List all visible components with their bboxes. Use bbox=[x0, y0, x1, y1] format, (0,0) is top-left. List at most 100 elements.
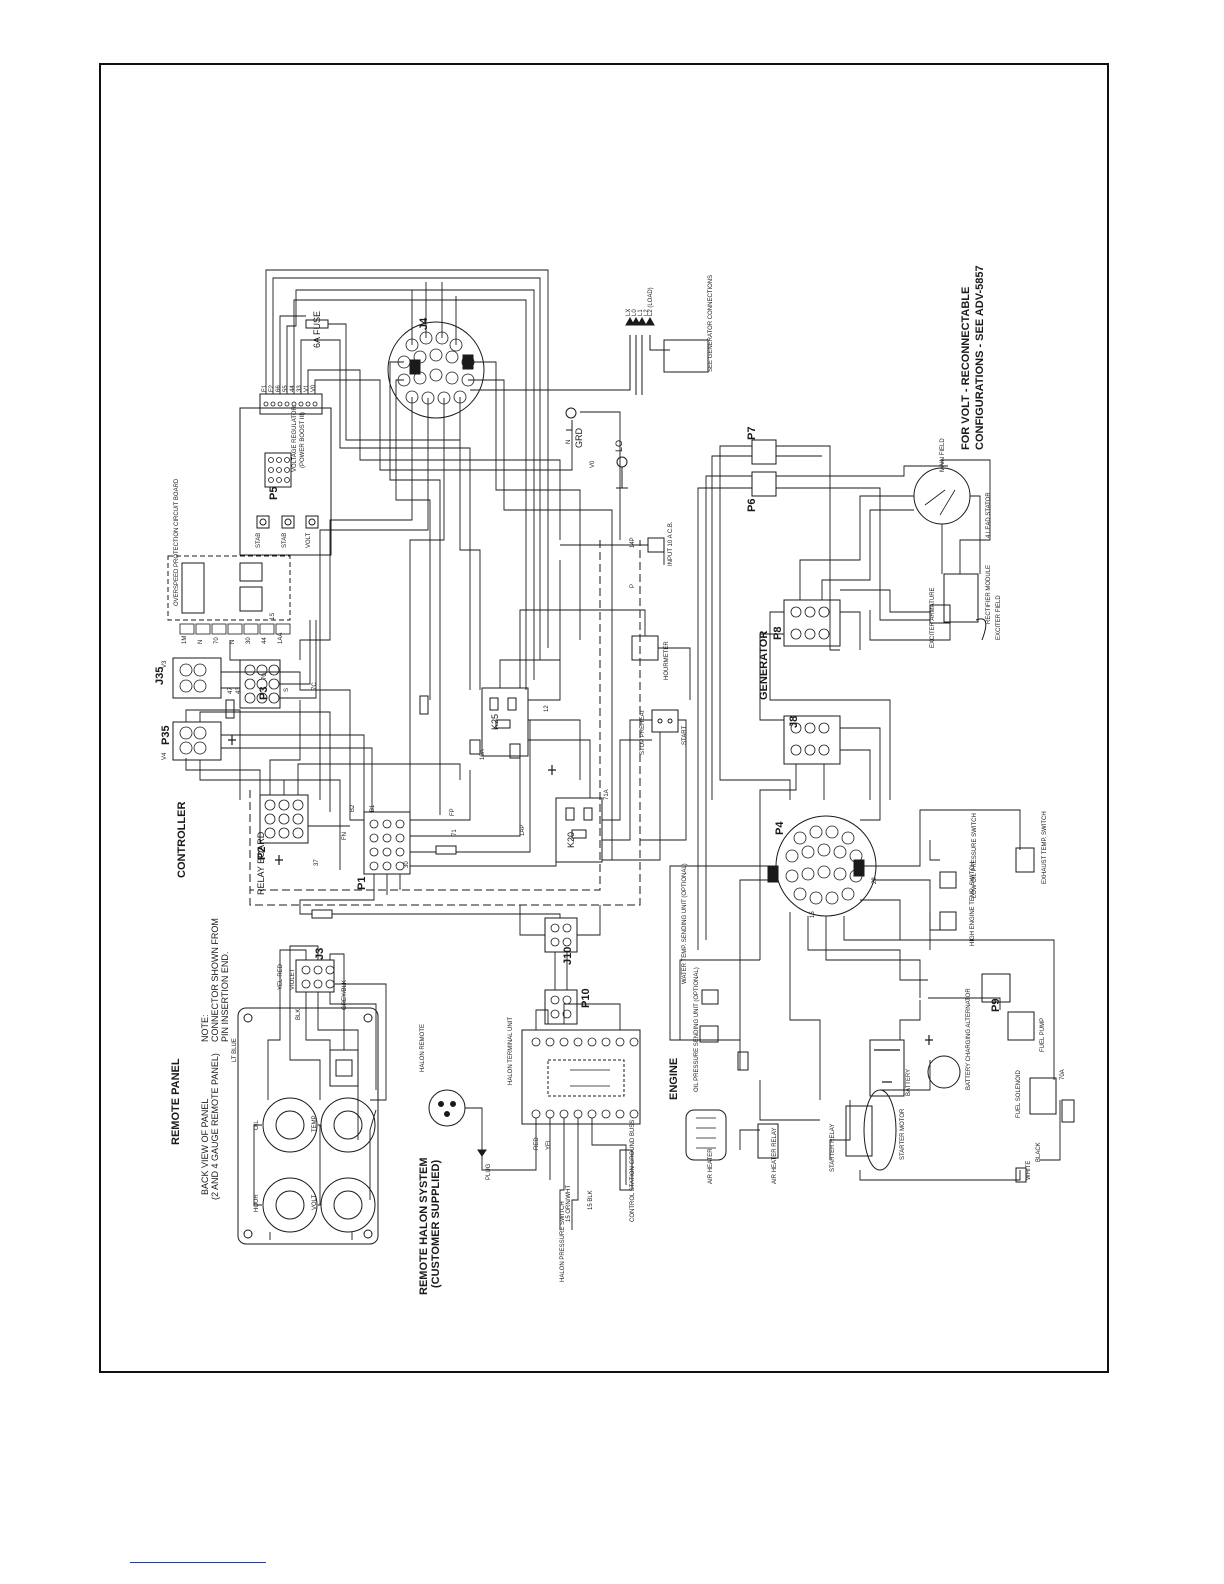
plug-label: PLUG bbox=[486, 1163, 492, 1180]
connector-p2-label: P2 bbox=[256, 846, 268, 860]
high-temp-switch bbox=[939, 911, 957, 931]
fuse-label: 6A FUSE bbox=[312, 310, 322, 348]
connector-p35-label: P35 bbox=[160, 725, 172, 745]
main-field-stator bbox=[913, 467, 971, 525]
air-heater bbox=[685, 1109, 727, 1161]
halon-terminal-unit bbox=[521, 1029, 641, 1125]
reg-term-66: 66 bbox=[276, 385, 282, 392]
control-station-label: CONTROL STATION GROUND BUSS bbox=[630, 1119, 636, 1222]
connector-shown-label: CONNECTOR SHOWN FROM bbox=[210, 918, 220, 1042]
wire-yel-red: YEL-RED bbox=[278, 963, 284, 990]
reg-btn-stab-1: STAB bbox=[256, 532, 262, 548]
os-term-1: 1M bbox=[182, 635, 188, 644]
generator-wiring bbox=[669, 445, 1061, 1181]
p7-connector bbox=[751, 439, 777, 465]
overspeed-label: OVERSPEED PROTECTION CIRCUIT BOARD bbox=[174, 478, 180, 606]
starter-motor bbox=[863, 1089, 897, 1171]
exciter-armature-label: EXCITER ARMATURE bbox=[930, 587, 936, 648]
p8-connector bbox=[783, 599, 841, 647]
overspeed-board bbox=[167, 555, 291, 621]
gauge-temp-label: TEMP bbox=[312, 1115, 318, 1132]
wire-org-wht: 15 ORN/WHT bbox=[566, 1184, 572, 1222]
water-sending-label: WATER TEMP. SENDING UNIT (OPTIONAL) bbox=[682, 863, 688, 984]
drawing-frame bbox=[99, 63, 1109, 1373]
starter-relay-label: STARTER RELAY bbox=[830, 1123, 836, 1172]
wire-code-30: 30 bbox=[404, 861, 410, 868]
p6-connector bbox=[751, 471, 777, 497]
wire-code-70: 70 bbox=[262, 673, 268, 680]
air-heater-label: AIR HEATER bbox=[708, 1148, 714, 1184]
lo-label: LO bbox=[614, 439, 624, 452]
wire-black: BLACK bbox=[1036, 1142, 1042, 1162]
connector-j8-label: J8 bbox=[788, 715, 800, 728]
wire-code-37: 37 bbox=[314, 859, 320, 866]
reg-term-f2: F2 bbox=[269, 384, 275, 392]
power-boost-label: (POWER BOOST III) bbox=[300, 412, 306, 468]
engine-label: ENGINE bbox=[668, 1057, 680, 1100]
wire-code-12: 12 bbox=[544, 705, 550, 712]
gauge-hour-label: HOUR bbox=[254, 1194, 260, 1212]
start-label: START bbox=[682, 725, 688, 745]
p5-connector bbox=[264, 452, 292, 488]
wire-code-p: P bbox=[630, 583, 636, 588]
connector-p6-label: P6 bbox=[746, 498, 758, 512]
configurations-label: CONFIGURATIONS - SEE ADV-5857 bbox=[974, 265, 986, 450]
bottom-rule bbox=[130, 1562, 266, 1563]
reg-term-44: 44 bbox=[290, 385, 296, 392]
wire-code-v0: V0 bbox=[590, 460, 596, 468]
hourmeter-label: HOURMETER bbox=[664, 641, 670, 680]
remote-panel-plate bbox=[237, 1007, 379, 1245]
remote-panel-wiring bbox=[253, 945, 387, 1240]
wire-white: WHITE bbox=[1026, 1160, 1032, 1180]
connector-j10-label: J10 bbox=[562, 946, 574, 965]
air-heater-relay bbox=[757, 1123, 779, 1159]
os-term-3: 70 bbox=[214, 637, 220, 644]
connector-p5-label: P5 bbox=[268, 486, 280, 500]
reg-term-v1: V1 bbox=[304, 384, 310, 392]
wire-code-v4: V4 bbox=[162, 752, 168, 760]
connector-j4-label: J4 bbox=[418, 317, 430, 330]
wire-red: RED bbox=[534, 1137, 540, 1150]
fuel-pump bbox=[1007, 1011, 1035, 1041]
remote-panel-label: REMOTE PANEL bbox=[170, 1058, 182, 1145]
os-term-4: N bbox=[230, 639, 236, 644]
lead-stator-label: 4 LEAD STATOR bbox=[986, 492, 992, 538]
reg-btn-volt: VOLT bbox=[306, 532, 312, 548]
wire-code-71a: 71A bbox=[604, 789, 610, 800]
connector-p10-label: P10 bbox=[580, 988, 592, 1008]
p10-connector bbox=[544, 989, 578, 1025]
gauge-oil-label: OIL bbox=[254, 1120, 260, 1130]
input-cb-label: INPUT 10 A C.B. bbox=[668, 521, 674, 566]
start-switch bbox=[329, 1049, 359, 1087]
battery bbox=[869, 1039, 905, 1097]
reg-term-55: 55 bbox=[283, 385, 289, 392]
relay-k25-label: K25 bbox=[490, 713, 500, 730]
reg-term-v0: V0 bbox=[311, 384, 317, 392]
connector-p3-label: P3 bbox=[258, 686, 270, 700]
connector-p4-label: P4 bbox=[774, 821, 786, 835]
halon-remote-switch bbox=[428, 1089, 466, 1127]
input-circuit-breaker bbox=[647, 537, 665, 553]
connector-p7-label: P7 bbox=[746, 426, 758, 440]
wire-yel: YEL bbox=[546, 1138, 552, 1150]
remote-halon-label: REMOTE HALON SYSTEM bbox=[418, 1157, 430, 1295]
wire-code-22: 22 bbox=[872, 877, 878, 884]
lead-l2: L2 bbox=[644, 309, 650, 316]
customer-supplied-label: (CUSTOMER SUPPLIED) bbox=[430, 1159, 442, 1288]
regulator-terminals bbox=[263, 401, 318, 407]
air-heater-relay-label: AIR HEATER RELAY bbox=[772, 1127, 778, 1184]
starter-relay bbox=[845, 1105, 873, 1157]
pin-insertion-label: PIN INSERTION END. bbox=[220, 951, 230, 1042]
fuel-pump-label: FUEL PUMP bbox=[1040, 1017, 1046, 1052]
battery-alternator bbox=[927, 1055, 961, 1089]
water-sending-unit bbox=[701, 989, 719, 1005]
j4-connector bbox=[387, 321, 485, 419]
relay-board-label: RELAY BOARD bbox=[256, 831, 266, 895]
battery-label: BATTERY bbox=[906, 1068, 912, 1096]
generator-connections-box bbox=[663, 339, 709, 373]
p35-connector bbox=[172, 721, 222, 761]
p9-connector bbox=[981, 973, 1011, 1003]
wire-code-71: 71 bbox=[452, 829, 458, 836]
high-engine-label: HIGH ENGINE TEMP. SWITCH bbox=[970, 861, 976, 946]
